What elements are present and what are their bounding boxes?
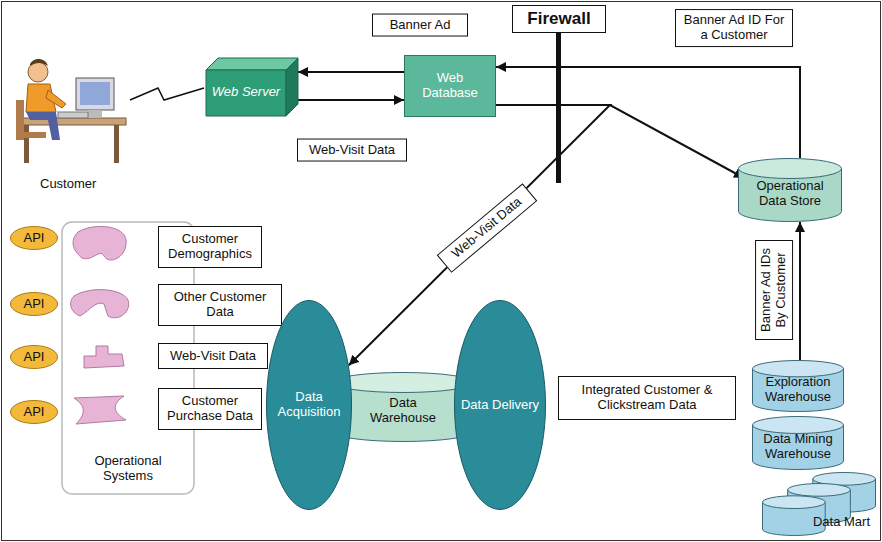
api-oval: API <box>10 345 58 369</box>
edge-label: Banner Ad <box>372 14 468 37</box>
node-text: Data Delivery <box>458 398 542 413</box>
node-text: Web Database <box>410 71 490 101</box>
source-box: Web-Visit Data <box>158 343 268 369</box>
api-oval: API <box>10 226 58 250</box>
node-text: Firewall <box>518 9 600 29</box>
warehouse-cylinder: Data Warehouse <box>332 372 474 442</box>
edge-label: Banner Ad ID For a Customer <box>675 9 793 47</box>
source-box: Customer Purchase Data <box>158 388 262 430</box>
system-blobs <box>71 226 129 424</box>
node-text: Data Mining Warehouse <box>756 432 840 462</box>
api-oval: API <box>10 400 58 424</box>
data-flow-arrow <box>799 222 801 360</box>
process-ellipse: Data Acquisition <box>266 300 352 510</box>
api-oval: API <box>10 292 58 316</box>
node-text: API <box>14 350 54 365</box>
node-text: API <box>14 405 54 420</box>
node-text: Customer Purchase Data <box>164 394 256 424</box>
edge-label: Web-Visit Data <box>297 139 407 162</box>
data-flow-arrow <box>496 67 800 158</box>
data-mart-stack: Data Mart <box>762 472 876 536</box>
node-text: Data Mart <box>813 515 870 530</box>
node-text: Web Server <box>210 85 282 100</box>
firewall-line <box>556 33 561 183</box>
node-text: Operational Systems <box>68 454 188 484</box>
network-link <box>130 88 204 100</box>
warehouse-cylinder: Exploration Warehouse <box>752 360 844 412</box>
data-flow-arrow <box>298 99 404 101</box>
data-store-cylinder: Operational Data Store <box>738 158 842 222</box>
output-box: Integrated Customer & Clickstream Data <box>558 376 736 420</box>
node-text: Web-Visit Data <box>164 349 262 364</box>
edge-label: Banner Ad IDs By Customer <box>755 240 793 340</box>
node-text: API <box>14 231 54 246</box>
customer-illustration <box>16 59 126 163</box>
node-text: Data Warehouse <box>356 396 450 426</box>
process-ellipse: Data Delivery <box>454 300 546 510</box>
source-box: Customer Demographics <box>158 226 262 268</box>
source-box: Other Customer Data <box>158 284 282 326</box>
firewall-box: Firewall <box>512 5 606 33</box>
node-text: Data Acquisition <box>270 390 348 420</box>
figure-caption: Customer <box>40 176 96 191</box>
node-text: Operational Data Store <box>744 179 836 209</box>
web-server-box: Web Server <box>206 58 298 116</box>
node-text: Integrated Customer & Clickstream Data <box>564 383 730 413</box>
web-database-box: Web Database <box>404 55 496 117</box>
warehouse-cylinder: Data Mining Warehouse <box>752 416 844 470</box>
data-flow-arrow <box>298 71 404 73</box>
data-flow-arrow <box>496 105 744 178</box>
node-text: Exploration Warehouse <box>756 375 840 405</box>
node-text: API <box>14 297 54 312</box>
node-text: Customer Demographics <box>164 232 256 262</box>
edge-label: Web-Visit Data <box>437 183 538 273</box>
node-text: Other Customer Data <box>164 290 276 320</box>
